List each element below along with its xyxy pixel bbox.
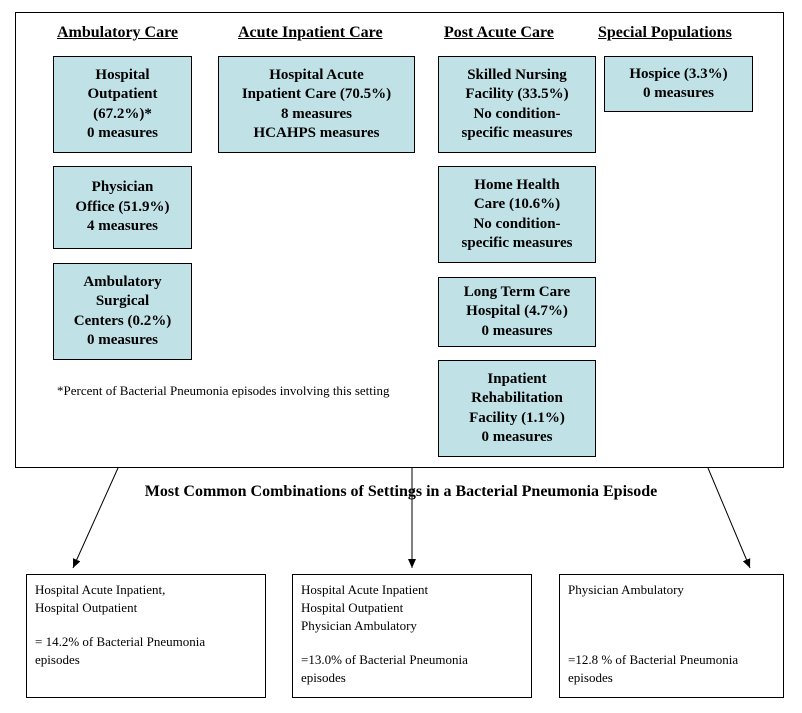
box-line: 0 measures (87, 125, 158, 141)
box-line: 4 measures (87, 218, 158, 235)
combination-result: =12.8 % of Bacterial Pneumonia (568, 652, 739, 667)
header-special-populations: Special Populations (598, 24, 732, 41)
box-line: Skilled Nursing (467, 66, 567, 83)
footnote: *Percent of Bacterial Pneumonia episodes… (57, 383, 390, 398)
box-line: Facility (33.5%) (465, 86, 569, 102)
box-line: Ambulatory (83, 273, 162, 290)
box-line: Hospital (95, 66, 150, 83)
box-hospice: Hospice (3.3%) 0 measures (604, 56, 753, 112)
combination-box-1: Hospital Acute Inpatient, Hospital Outpa… (26, 574, 266, 698)
box-line: specific measures (461, 125, 573, 141)
box-line: Facility (1.1%) (469, 409, 565, 426)
combination-result: episodes (301, 670, 346, 685)
box-long-term-care-hospital: Long Term Care Hospital (4.7%) 0 measure… (438, 277, 596, 347)
box-line: Hospice (3.3%) (629, 65, 728, 82)
box-line: (67.2%)* (93, 105, 152, 122)
box-skilled-nursing-facility: Skilled Nursing Facility (33.5%) No cond… (438, 56, 596, 153)
combination-setting: Physician Ambulatory (568, 582, 684, 597)
combination-result: = 14.2% of Bacterial Pneumonia (35, 634, 206, 649)
box-line: No condition- (473, 105, 561, 122)
box-line: Physician (91, 179, 154, 196)
box-hospital-acute-inpatient: Hospital Acute Inpatient Care (70.5%) 8 … (218, 56, 415, 153)
combination-result: episodes (568, 670, 613, 685)
combination-setting: Hospital Acute Inpatient, (35, 582, 166, 597)
combination-setting: Hospital Outpatient (301, 600, 404, 615)
combination-result: =13.0% of Bacterial Pneumonia (301, 652, 468, 667)
box-line: Hospital Acute (269, 66, 364, 83)
box-line: specific measures (461, 235, 573, 251)
combination-box-3: Physician Ambulatory =12.8 % of Bacteria… (559, 574, 784, 698)
box-line: Inpatient (487, 370, 547, 387)
box-hospital-outpatient: Hospital Outpatient (67.2%)* 0 measures (53, 56, 192, 153)
combination-result: episodes (35, 652, 80, 667)
box-line: 0 measures (643, 85, 714, 101)
box-line: No condition- (473, 215, 561, 232)
box-line: Home Health (474, 176, 560, 193)
box-line: 0 measures (481, 429, 553, 445)
settings-frame (15, 12, 784, 468)
arrow-to-combination-3 (707, 467, 751, 569)
box-line: 0 measures (481, 322, 553, 339)
box-line: Office (51.9%) (75, 198, 170, 215)
combination-setting: Physician Ambulatory (301, 618, 417, 633)
combination-setting: Hospital Outpatient (35, 600, 138, 615)
box-line: HCAHPS measures (253, 125, 380, 141)
box-line: Surgical (95, 293, 150, 309)
box-line: Outpatient (87, 86, 158, 102)
box-line: Hospital (4.7%) (466, 303, 568, 320)
box-line: Inpatient Care (70.5%) (241, 86, 392, 102)
box-line: Centers (0.2%) (73, 312, 172, 329)
box-line: Rehabilitation (471, 390, 563, 406)
header-ambulatory-care: Ambulatory Care (57, 24, 179, 41)
box-line: 8 measures (281, 105, 352, 122)
box-home-health-care: Home Health Care (10.6%) No condition- s… (438, 166, 596, 263)
box-inpatient-rehabilitation-facility: Inpatient Rehabilitation Facility (1.1%)… (438, 360, 596, 457)
header-post-acute-care: Post Acute Care (444, 24, 554, 41)
box-line: Care (10.6%) (473, 196, 561, 212)
box-ambulatory-surgical-centers: Ambulatory Surgical Centers (0.2%) 0 mea… (53, 263, 192, 360)
arrow-to-combination-1 (72, 467, 119, 569)
box-physician-office: Physician Office (51.9%) 4 measures (53, 166, 192, 249)
box-line: 0 measures (87, 332, 158, 348)
header-acute-inpatient-care: Acute Inpatient Care (238, 24, 383, 41)
box-line: Long Term Care (463, 283, 571, 300)
combination-box-2: Hospital Acute Inpatient Hospital Outpat… (292, 574, 532, 698)
combination-setting: Hospital Acute Inpatient (301, 582, 429, 597)
combinations-title: Most Common Combinations of Settings in … (144, 483, 658, 500)
